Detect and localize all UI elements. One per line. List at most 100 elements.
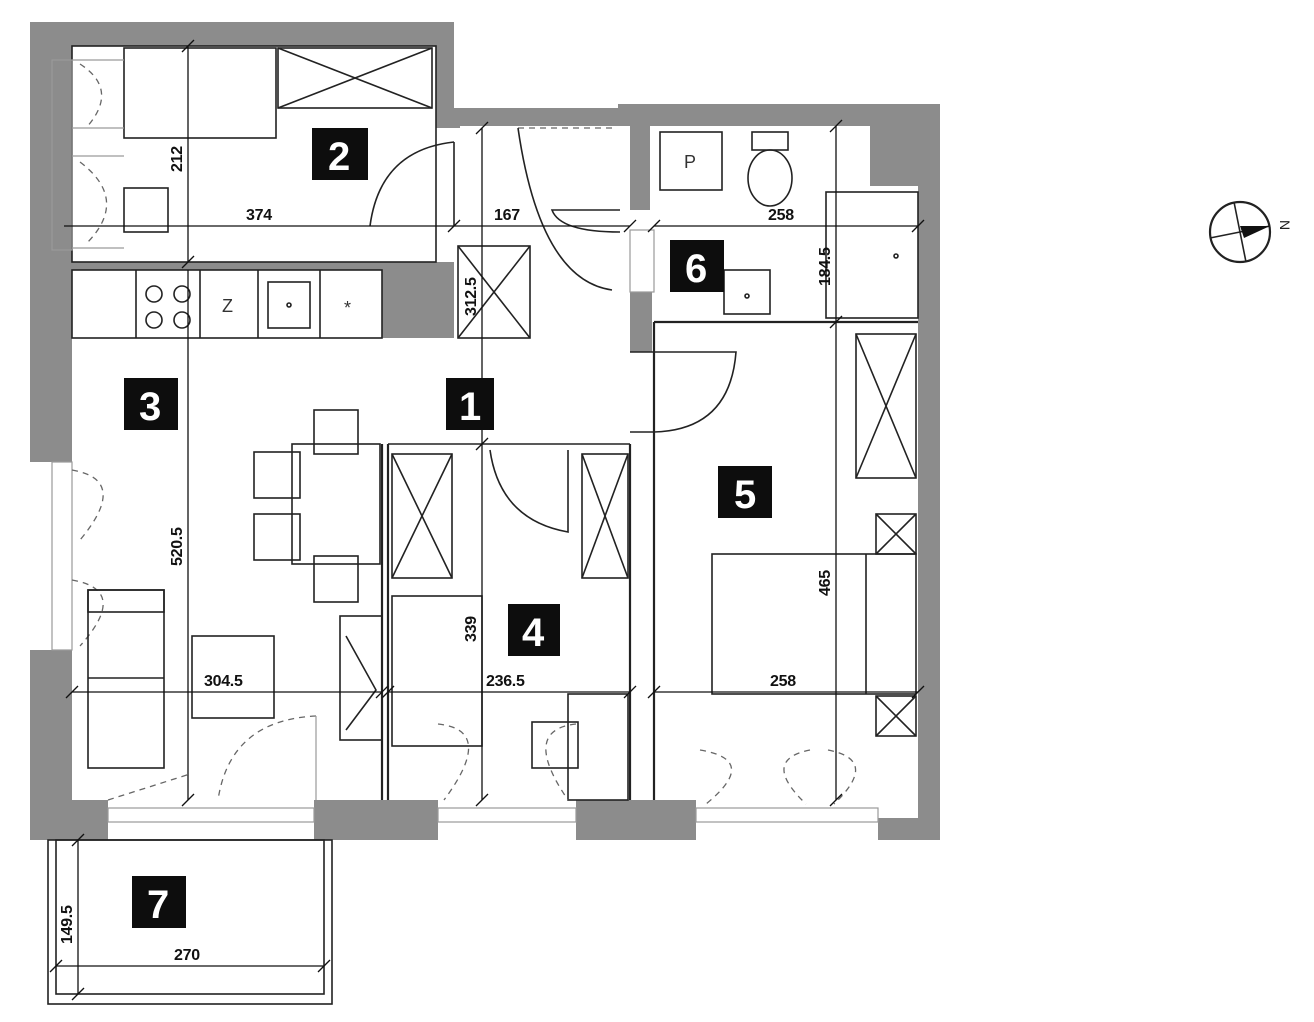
- compass-north-label: N: [1277, 220, 1293, 230]
- toilet-icon: [747, 131, 793, 207]
- window-room4: [437, 807, 577, 823]
- room-badge-5: 5: [718, 466, 772, 518]
- interior-lines: [47, 45, 919, 1005]
- dim-label-258-top: 258: [768, 207, 794, 224]
- door-bedroom-swing: [653, 351, 737, 433]
- balcony-door-swing: [217, 715, 317, 801]
- room-number-1: 1: [459, 385, 481, 429]
- dim-label-5205: 520.5: [169, 527, 186, 566]
- wall-bottom-mid: [314, 800, 438, 840]
- dimension-lines: [49, 39, 925, 1001]
- wardrobe-room2: [277, 47, 433, 109]
- dim-label-1845: 184.5: [817, 247, 834, 286]
- window-room2-swing-dash: [79, 63, 108, 245]
- dim-label-270: 270: [174, 947, 200, 964]
- room-badge-2: 2: [312, 128, 368, 180]
- dim-label-212: 212: [169, 146, 186, 172]
- fixture-labels: P Z *: [222, 152, 696, 318]
- wardrobe-room2-x2: [277, 47, 433, 109]
- balcony-door-swing-b: [107, 773, 191, 801]
- wardrobe-room5: [855, 333, 917, 479]
- window-room3: [51, 461, 73, 651]
- wardrobe-room4-right: [581, 453, 629, 579]
- stove-icon: [145, 285, 191, 329]
- dim-label-339: 339: [463, 616, 480, 642]
- compass-north-icon: N: [1208, 200, 1293, 264]
- door-room2-swing: [369, 141, 455, 227]
- dim-label-3125: 312.5: [463, 277, 480, 316]
- dim-label-3045: 304.5: [204, 673, 243, 690]
- room-badge-7: 7: [132, 876, 186, 928]
- window-room2: [51, 59, 73, 251]
- window-bottom-living: [107, 807, 315, 823]
- washer-icon: [659, 131, 723, 191]
- room-badge-1: 1: [446, 378, 494, 430]
- wall-bottom-right-a: [576, 800, 696, 840]
- room-number-7: 7: [147, 883, 169, 927]
- coffee-table: [191, 635, 275, 719]
- entry-door-swing: [517, 127, 613, 291]
- washer-label: P: [684, 152, 696, 172]
- sink-drain: [286, 302, 292, 308]
- wardrobe-room4-left: [391, 453, 453, 579]
- column-kitchen: [382, 262, 454, 338]
- window-room3-swing: [71, 469, 104, 647]
- chair-room2: [123, 187, 169, 233]
- wall-partition-right: [630, 292, 652, 352]
- desk-room2: [123, 47, 277, 139]
- window-room2-swing-a: [72, 59, 124, 249]
- shower-icon: [825, 191, 919, 319]
- dim-ticks: [49, 39, 925, 1001]
- chair-room4: [531, 721, 579, 769]
- room-badge-3: 3: [124, 378, 178, 430]
- window-room5: [695, 807, 879, 823]
- wall-left-middle: [30, 262, 72, 462]
- dim-label-2365: 236.5: [486, 673, 525, 690]
- dimension-labels: 374 167 258 212 312.5 184.5 520.5 304.5 …: [59, 146, 834, 964]
- wall-bottom-left: [30, 800, 108, 840]
- desk-room4: [567, 693, 629, 801]
- bath-sink-drain: [744, 293, 750, 299]
- room2-boundary: [71, 45, 437, 263]
- wardrobe4r-x2: [581, 453, 629, 579]
- door-room4-swing: [489, 449, 569, 533]
- dim-label-258-bottom: 258: [770, 673, 796, 690]
- ns-top-x2: [875, 513, 917, 555]
- fridge-label: Z: [222, 296, 233, 316]
- wardrobe5-x2: [855, 333, 917, 479]
- room-badge-6: 6: [670, 240, 724, 292]
- chair-top: [313, 409, 359, 455]
- room-number-3: 3: [139, 385, 161, 429]
- balcony-inner: [55, 839, 325, 995]
- dim-label-167: 167: [494, 207, 520, 224]
- room-number-4: 4: [522, 611, 545, 655]
- hall-closet-x2: [457, 245, 531, 339]
- dim-label-374: 374: [246, 207, 272, 224]
- dim-label-465: 465: [817, 570, 834, 596]
- balcony-outline: [47, 839, 333, 1005]
- walls: [30, 22, 940, 840]
- room-badge-4: 4: [508, 604, 560, 656]
- tv-unit-mark: [345, 635, 377, 731]
- sofa-back: [87, 589, 165, 613]
- sofa: [87, 589, 165, 769]
- chair-left-b: [253, 513, 301, 561]
- shower-drain: [893, 253, 899, 259]
- chair-bottom: [313, 555, 359, 603]
- room-number-2: 2: [328, 135, 350, 179]
- wall-room2-top: [72, 262, 382, 270]
- room-badges: 1 2 3 4 5 6 7: [124, 128, 772, 928]
- room-number-5: 5: [734, 473, 756, 517]
- freezer-icon: *: [344, 298, 351, 318]
- door-bath-swing: [550, 209, 621, 233]
- bath-sink-icon: [723, 269, 771, 315]
- room-number-6: 6: [685, 247, 707, 291]
- wall-top-left: [30, 22, 940, 840]
- nightstand-bottom: [875, 695, 917, 737]
- bath-opening: [629, 229, 655, 293]
- ns-bot-x2: [875, 695, 917, 737]
- chair-left-a: [253, 451, 301, 499]
- dining-table: [291, 443, 381, 565]
- tv-unit: [339, 615, 383, 741]
